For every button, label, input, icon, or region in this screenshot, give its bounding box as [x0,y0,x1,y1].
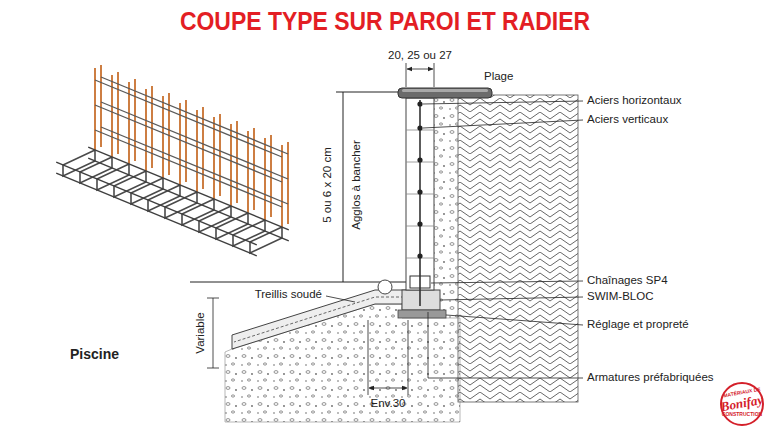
extension-line [408,320,409,395]
cleaning-layer [398,310,446,318]
vertical-steel [419,100,421,306]
part-label: Treillis soudé [255,288,322,301]
part-label: SWIM-BLOC [587,290,653,303]
dimension-label: 5 ou 6 x 20 cm [321,147,334,222]
longitudinal-rebar [95,105,282,182]
part-label: Armatures préfabriquées [587,371,714,384]
longitudinal-rebar [56,162,257,245]
steel-dot [417,221,422,226]
soil-hatch [458,95,578,402]
leader-line [423,120,583,128]
coping-highlight [402,89,488,92]
leader-line [431,281,583,283]
extension-line [434,63,435,87]
gravel-fill [434,98,458,318]
extension-line [406,63,407,87]
leader-line [440,297,583,300]
dimension-label: Variable [194,312,207,353]
leader-lines [326,101,583,378]
horizontal-steel [417,101,422,258]
longitudinal-rebar [88,158,289,241]
logo-text: CONSTRUCTION [722,412,762,418]
steel-dot [417,157,422,162]
welded-mesh [234,297,404,342]
dimension-line [343,92,344,282]
dimension-label: 20, 25 ou 27 [388,49,452,62]
steel-dot [417,125,422,130]
part-label: Agglos à bancher [350,140,363,230]
longitudinal-rebar [95,80,282,157]
steel-dot [417,189,422,194]
leader-line [428,312,583,378]
dimension-line [369,388,407,389]
part-label: Plage [484,70,513,83]
rebar-cage [56,65,289,256]
coping-stone [398,88,492,98]
part-label: Aciers verticaux [587,113,668,126]
swim-bloc [402,290,440,310]
steel-dot [417,253,422,258]
leader-line [326,296,355,302]
extension-line [336,92,398,93]
part-label: Chaînages SP4 [587,274,668,287]
floor-line [190,282,410,283]
chaining-frame [410,276,430,288]
part-label: Aciers horizontaux [587,94,682,107]
area-label: Piscine [70,346,119,362]
part-label: Réglage et propreté [587,318,689,331]
pipe-section [378,280,392,294]
longitudinal-rebar [101,77,288,154]
gravel-bed [225,304,460,422]
dimension-line [213,298,214,368]
diagram-title: COUPE TYPE SUR PAROI ET RADIER [180,8,590,36]
steel-dot [417,101,422,106]
leader-line [446,315,583,325]
dimension-label: Env.30 [371,397,406,410]
extension-line [368,320,369,395]
leader-line [423,101,583,104]
dimension-line [407,69,433,70]
